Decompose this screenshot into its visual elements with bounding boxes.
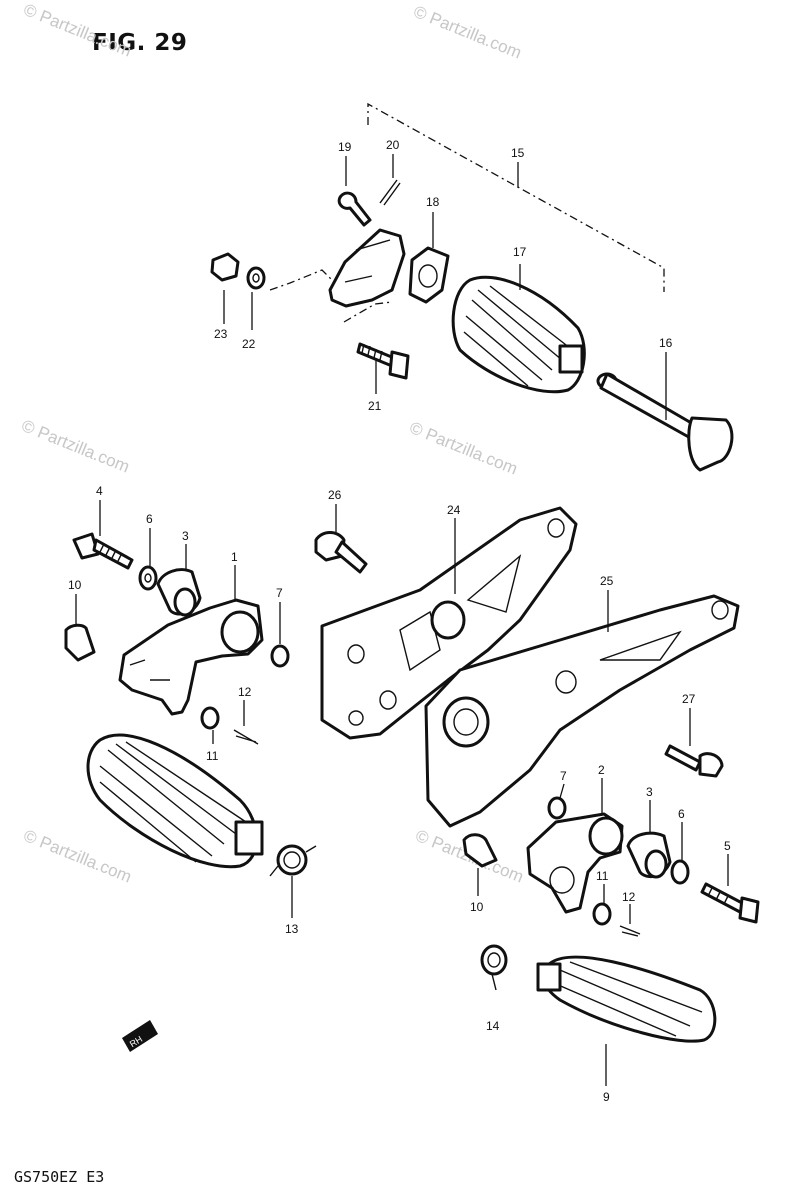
callout-26: 26 [328,488,342,502]
callout-9: 9 [603,1090,610,1104]
callout-11-left: 11 [206,749,219,763]
callout-22: 22 [242,337,256,351]
bracket-plate-24 [320,506,578,740]
callout-21: 21 [368,399,382,413]
footrest-rubber-upper [451,275,586,394]
group-bracket-15 [367,102,665,292]
washer-6-left [138,565,158,591]
washer-7-right [547,796,567,820]
bushing-3-left [156,568,202,617]
bushing-3-right [626,831,672,879]
footrest-pin-upper [596,372,734,472]
callout-5: 5 [724,839,731,853]
callout-14: 14 [486,1019,500,1033]
callout-labels: 19 20 15 18 17 16 23 22 21 4 6 3 1 26 24… [68,138,731,1104]
callout-25: 25 [600,574,614,588]
callout-3-left: 3 [182,529,189,543]
spring-13 [269,844,317,877]
callout-7-right: 7 [560,769,567,783]
washer-7-left [270,644,290,668]
callout-19: 19 [338,140,352,154]
callout-24: 24 [447,503,461,517]
model-code: GS750EZ E3 [14,1168,105,1186]
callout-12-right: 12 [622,890,636,904]
bracket-plate-25 [424,594,740,828]
leader-lines [75,154,729,1086]
washer-11-left [200,706,220,730]
pin-10-left [64,623,96,662]
callout-20: 20 [386,138,400,152]
callout-17: 17 [513,245,527,259]
callout-10-right: 10 [470,900,484,914]
callout-3-right: 3 [646,785,653,799]
pin-10-right [462,833,498,868]
callout-23: 23 [214,327,228,341]
callout-1: 1 [231,550,238,564]
callout-13: 13 [285,922,299,936]
footrest-rubber-left [86,733,264,869]
cotter-pin-12-right [619,925,641,937]
callout-7-left: 7 [276,586,283,600]
fig-title: FIG. 29 [92,30,188,56]
callout-11-right: 11 [596,869,609,883]
callout-4: 4 [96,484,103,498]
bolt-5 [700,882,760,924]
footrest-bracket-1 [118,598,264,716]
washer-upper [246,266,266,290]
bolt-26 [314,531,368,574]
bolt-upper [356,342,410,380]
footrest-rubber-right [536,955,717,1043]
callout-16: 16 [659,336,673,350]
cotter-pin-12-left [233,729,259,745]
callout-6-left: 6 [146,512,153,526]
callout-18: 18 [426,195,440,209]
nut [210,252,240,282]
spring-14 [480,944,508,991]
cotter-pin [379,179,401,206]
footrest-bracket-2 [526,812,624,914]
callout-2: 2 [598,763,605,777]
callout-27: 27 [682,692,696,706]
rh-badge: RH [122,1020,158,1052]
callout-15: 15 [511,146,525,160]
plate-rubber [408,246,450,304]
bolt-27 [664,744,724,778]
washer-11-right [592,902,612,926]
footrest-bracket-upper [328,228,406,308]
washer-6-right [670,859,690,885]
bolt-4 [72,532,134,570]
callout-6-right: 6 [678,807,685,821]
callout-10-left: 10 [68,578,82,592]
callout-12-left: 12 [238,685,252,699]
clevis-pin [337,191,372,227]
